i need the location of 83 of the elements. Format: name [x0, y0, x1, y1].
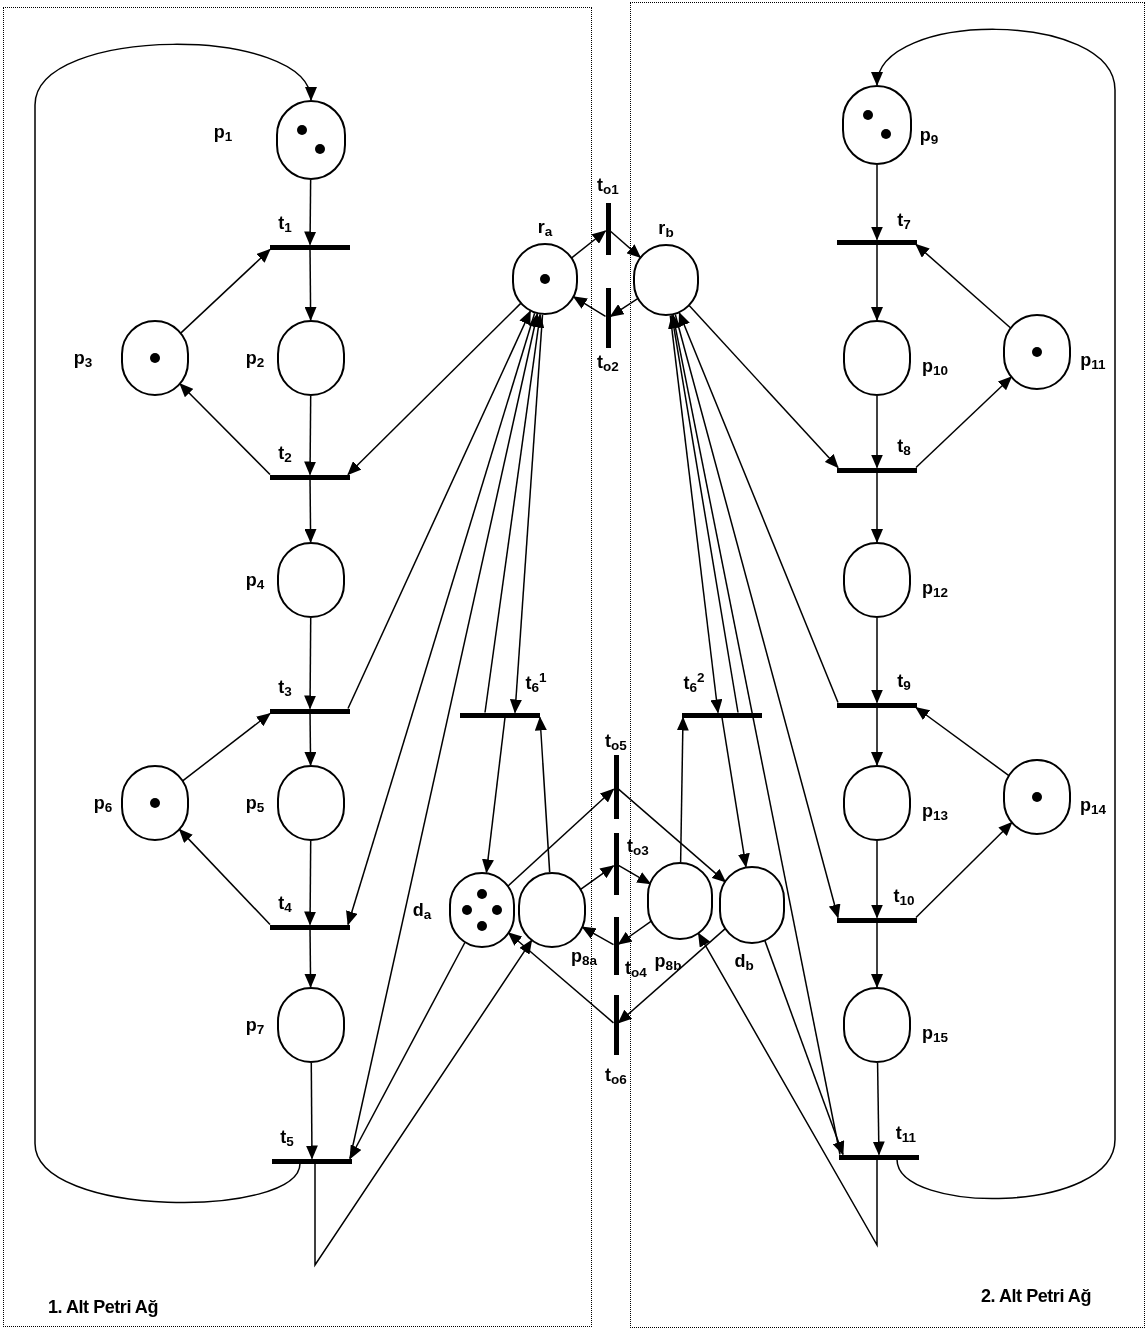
transition-bar	[837, 702, 917, 708]
arc-arrow	[482, 716, 506, 874]
transition-label: t$_{9}$	[897, 672, 911, 690]
arc-arrow	[872, 1062, 885, 1156]
subnet-title: 1. Alt Petri Ağ	[48, 1296, 158, 1319]
place-label: r$_{a}$	[537, 218, 553, 236]
arc-arrow	[721, 716, 750, 868]
transition-bar	[613, 917, 619, 975]
transition-label: t$_{o1}$	[597, 176, 619, 194]
place-label: d$_{a}$	[412, 901, 432, 919]
arc-arrow	[617, 920, 653, 945]
transition-label: t$_{10}$	[893, 887, 915, 905]
transition-bar	[837, 239, 917, 245]
transition-label: t$_{o2}$	[597, 353, 619, 371]
arc-arrow	[314, 939, 533, 1268]
transition-label: t$_{o4}$	[625, 959, 647, 977]
arc-arrow	[349, 941, 466, 1160]
arc-arrow	[697, 932, 878, 1248]
place-label: p$_{8b}$	[654, 952, 682, 970]
arc-arrow	[579, 865, 615, 891]
arc-arrow	[674, 313, 841, 919]
arc-arrow	[484, 313, 545, 714]
arc-arrow	[915, 821, 1013, 919]
place-label: p$_{13}$	[922, 802, 948, 820]
place-label: p$_{10}$	[922, 357, 948, 375]
arc-arrow	[581, 926, 615, 946]
arc-arrow	[915, 706, 1010, 777]
place-label: r$_{b}$	[658, 219, 674, 237]
transition-bar	[839, 1154, 919, 1160]
arc-arrow	[764, 940, 845, 1156]
arc-arrow	[871, 164, 883, 241]
transition-bar	[837, 467, 917, 473]
arc-arrow	[609, 230, 642, 259]
transition-bar	[613, 833, 619, 895]
transition-bar	[605, 288, 611, 348]
arc-arrow	[915, 376, 1013, 469]
transition-bar	[460, 712, 540, 718]
arc-arrow	[871, 840, 883, 919]
arc-arrow	[915, 243, 1012, 329]
arc-arrow	[346, 312, 536, 926]
arc-arrow	[617, 864, 652, 885]
transition-label: t$_{o6}$	[605, 1066, 627, 1084]
transition-bar	[613, 755, 619, 819]
arc-arrow	[678, 312, 839, 704]
place-label: p$_{8a}$	[571, 947, 597, 965]
transition-bar	[682, 712, 762, 718]
place-label: p$_{12}$	[922, 579, 948, 597]
transition-bar	[605, 203, 611, 255]
place-label: p$_{11}$	[1080, 351, 1106, 369]
place-label: p$_{15}$	[922, 1024, 948, 1042]
arc-arrow	[668, 314, 739, 714]
arc-arrow	[676, 716, 689, 863]
transition-label: t$_{8}$	[897, 437, 911, 455]
arc-arrow	[570, 230, 607, 259]
arc-arrow	[349, 313, 541, 1160]
subnet-title: 2. Alt Petri Ağ	[981, 1285, 1091, 1308]
transition-bar	[613, 995, 619, 1055]
arc-arrow	[347, 310, 532, 710]
arc-arrow	[507, 931, 615, 1024]
transition-label: t$_{11}$	[895, 1124, 917, 1142]
arc-arrow	[534, 716, 551, 873]
arc-arrow	[871, 921, 883, 988]
place-label: p$_{14}$	[1080, 796, 1106, 814]
arc-arrow	[609, 297, 639, 318]
arc-arrow	[617, 788, 727, 883]
place-label: d$_{b}$	[734, 952, 754, 970]
arc-arrow	[871, 243, 883, 321]
arc-arrow	[669, 314, 723, 714]
arc-arrow	[688, 304, 839, 469]
arc-arrow	[871, 617, 883, 704]
arc-arrow	[572, 296, 607, 318]
transition-bar	[837, 917, 917, 923]
arc-arrow	[347, 302, 522, 476]
transition-label: t$_{o5}$	[605, 732, 627, 750]
place-label: p$_{9}$	[919, 126, 939, 144]
arc-arrow	[617, 927, 727, 1024]
arc-arrow	[871, 471, 883, 543]
arc-arrow	[871, 395, 883, 469]
arc-arrow	[509, 314, 544, 714]
arc-arrow	[871, 706, 883, 766]
arc-arrow	[507, 788, 615, 888]
transition-label: t$_{7}$	[897, 211, 911, 229]
arc-arrow	[874, 28, 1116, 1199]
